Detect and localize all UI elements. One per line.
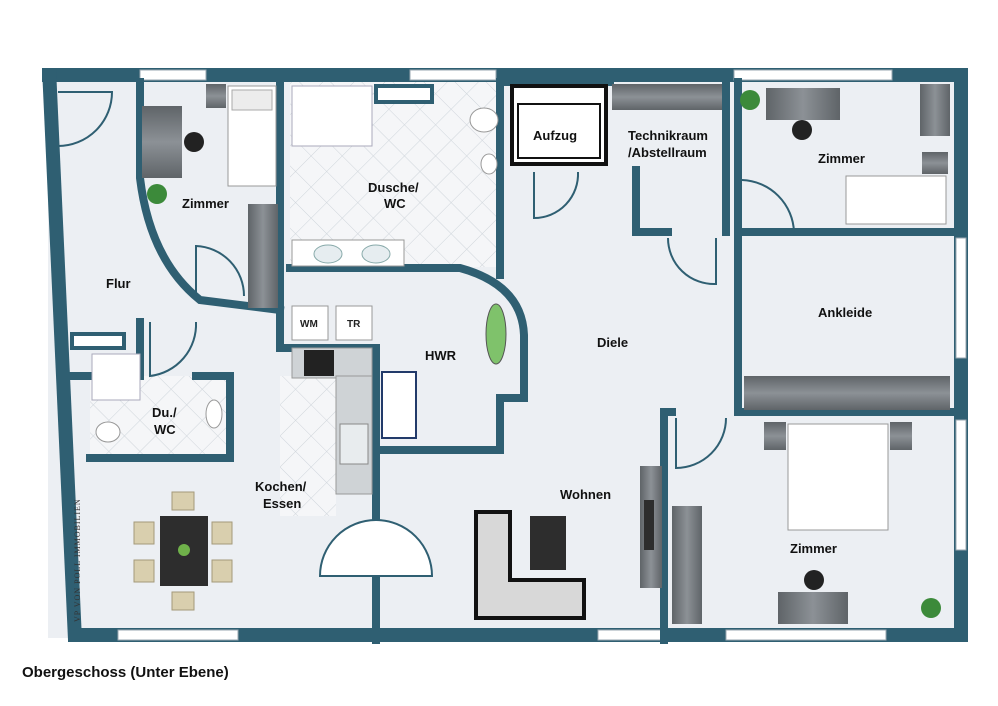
nightstand bbox=[206, 84, 226, 108]
plant-icon bbox=[921, 598, 941, 618]
dryer-box bbox=[335, 305, 373, 341]
svg-text:VP VON POLL IMMOBILIEN: VP VON POLL IMMOBILIEN bbox=[73, 498, 82, 622]
nightstand bbox=[890, 422, 912, 450]
label-du-2: WC bbox=[154, 422, 176, 437]
plant-icon bbox=[147, 184, 167, 204]
logo: VP VON POLL IMMOBILIEN bbox=[73, 498, 82, 622]
desk-small bbox=[142, 106, 182, 178]
interior-walls bbox=[66, 78, 966, 644]
plant-icon bbox=[740, 90, 760, 110]
dining-chairs bbox=[133, 491, 233, 611]
shower-tray bbox=[91, 353, 141, 401]
bed-double bbox=[787, 423, 889, 531]
shower-window bbox=[70, 332, 126, 350]
sink-icon bbox=[205, 399, 223, 429]
wardrobe-bottomright bbox=[672, 506, 702, 624]
label-du-1: Du./ bbox=[152, 405, 177, 420]
label-hwr: HWR bbox=[425, 348, 457, 363]
elevator-car bbox=[517, 103, 601, 159]
label-aufzug: Aufzug bbox=[533, 128, 577, 143]
windows bbox=[117, 69, 967, 641]
label-flur: Flur bbox=[106, 276, 131, 291]
sofa bbox=[474, 510, 586, 620]
sink-icon bbox=[361, 244, 391, 264]
label-dusche-2: WC bbox=[384, 196, 406, 211]
chair-icon bbox=[792, 120, 812, 140]
door-swings bbox=[57, 91, 796, 577]
label-kochen-2: Essen bbox=[263, 496, 301, 511]
label-technik-1: Technikraum bbox=[628, 128, 708, 143]
wardrobe-small bbox=[248, 204, 278, 308]
centerpiece-icon bbox=[178, 544, 190, 556]
label-ankleide: Ankleide bbox=[818, 305, 872, 320]
ironing-board-icon bbox=[485, 303, 507, 365]
label-kochen-1: Kochen/ bbox=[255, 479, 307, 494]
pillow-icon bbox=[231, 89, 273, 111]
label-zimmer-topright: Zimmer bbox=[818, 151, 865, 166]
desk-topright bbox=[766, 88, 840, 120]
bed-topright bbox=[845, 175, 947, 225]
drying-rack-icon bbox=[381, 371, 417, 439]
desk-bottomright bbox=[778, 592, 848, 624]
wardrobe-topright bbox=[920, 84, 950, 136]
kitchen-sink-icon bbox=[339, 423, 369, 465]
toilet-icon bbox=[469, 107, 499, 133]
washer-box bbox=[291, 305, 329, 341]
tv-screen bbox=[644, 500, 654, 550]
kitchen-tiles bbox=[280, 376, 336, 516]
chair-icon bbox=[804, 570, 824, 590]
toilet-icon bbox=[95, 421, 121, 443]
label-technik-2: /Abstellraum bbox=[628, 145, 707, 160]
label-washer: WM bbox=[300, 319, 318, 330]
chair-icon bbox=[184, 132, 204, 152]
label-zimmer-bottomright: Zimmer bbox=[790, 541, 837, 556]
shower-tray bbox=[291, 85, 373, 147]
cooktop-icon bbox=[304, 350, 334, 376]
plan-caption: Obergeschoss (Unter Ebene) bbox=[22, 664, 229, 681]
wardrobe-ankleide bbox=[744, 376, 950, 410]
nightstand bbox=[764, 422, 786, 450]
label-zimmer-small: Zimmer bbox=[182, 196, 229, 211]
label-diele: Diele bbox=[597, 335, 628, 350]
nightstand bbox=[922, 152, 948, 174]
label-wohnen: Wohnen bbox=[560, 487, 611, 502]
label-dusche-1: Dusche/ bbox=[368, 180, 419, 195]
sink-icon bbox=[313, 244, 343, 264]
storage-shelf bbox=[612, 84, 722, 110]
label-dryer: TR bbox=[347, 319, 361, 330]
coffee-table bbox=[530, 516, 566, 570]
bidet-icon bbox=[480, 153, 498, 175]
shower-window bbox=[374, 84, 434, 104]
